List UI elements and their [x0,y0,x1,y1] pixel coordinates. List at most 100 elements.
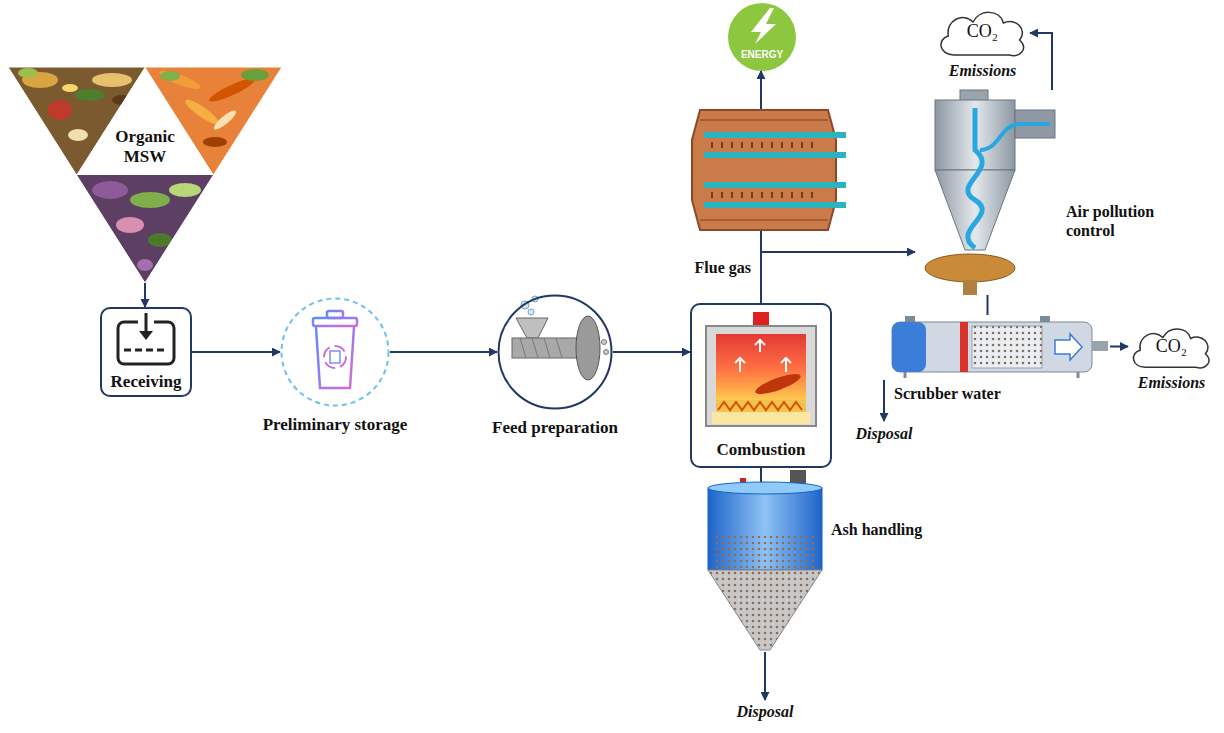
scrubber-vessel [1055,334,1082,360]
extruder-icon [512,296,609,380]
cyclone-separator [980,124,1050,150]
storage-bin-icon [313,318,357,326]
furnace-icon [712,412,810,424]
food-waste-photo [77,67,214,175]
food-waste-photo [18,68,38,78]
node-caption: Emissions [947,61,1019,80]
furnace-icon [735,340,791,372]
scrubber-vessel [1092,341,1108,351]
flow-arrow [987,295,989,315]
flow-arrow [1110,346,1128,348]
scrubber-vessel [972,326,1042,368]
disposal-label: Disposal [856,425,913,443]
disposal-arrow [883,380,885,421]
node-label: Air pollution control [1066,202,1178,240]
food-waste-photo [212,108,239,132]
node-label: Receiving [102,372,190,392]
heat-exchanger [692,110,836,230]
air-pollution-control: Air pollution control [915,90,1060,295]
heat-exchanger [704,202,846,208]
storage-bin-icon [313,311,357,388]
storage-bin-icon [316,327,354,388]
emission-cloud: CO₂Emissions [935,8,1030,58]
flow-arrow [761,252,915,303]
storage-bin-icon [330,351,340,363]
furnace-icon [718,402,802,410]
ash-handling: Ash handling [705,485,825,655]
node-label: Ash handling [831,520,922,539]
extruder-icon [602,340,607,345]
receiving-icon [124,349,168,352]
heat-exchanger [692,110,846,230]
node-label: ENERGY [728,49,796,61]
food-waste-photo [92,73,132,87]
node-label: CO₂ [935,21,1030,43]
scrubber-vessel [892,322,1092,372]
node-label: Feed preparation [492,418,618,438]
ash-hopper [708,570,822,650]
food-waste-photo [77,175,214,283]
ash-hopper [708,482,822,494]
extruder-icon [604,350,609,355]
scrubber-vessel [905,316,915,322]
triangle-outline [8,67,282,283]
cyclone-separator [963,280,977,295]
ash-hopper [708,570,822,650]
flow-arrow [613,351,690,353]
food-waste-photo [137,259,153,271]
extruder-icon [528,309,534,315]
cyclone-separator [935,170,1015,250]
extruder-icon [512,338,578,358]
ash-hopper [708,470,822,650]
node-label: Preliminary storage [263,415,408,435]
food-waste-photo [148,233,172,247]
ash-hopper [708,488,822,570]
flow-arrow [144,283,146,307]
scrubber-vessel [1040,316,1050,322]
cyclone-separator [925,90,1055,295]
food-waste-photo [169,183,201,197]
food-waste-photo [203,137,227,147]
circle-outline [282,299,389,406]
furnace-icon [753,370,802,398]
cyclone-separator [968,108,982,248]
energy-symbol [751,8,776,44]
extruder-icon [576,316,600,380]
node-label: Organic MSW [100,127,190,168]
scrubber-vessel [905,372,1078,378]
circle-outline [499,296,612,409]
food-waste-photo [62,84,78,92]
node-label: Combustion [692,440,830,460]
process-box: Combustion [690,303,832,468]
edge-label: Flue gas [693,259,753,277]
heat-exchanger [704,152,846,158]
node-outline [280,297,390,407]
food-waste-photo [158,68,203,92]
waste-source-triangle: Organic MSW [8,67,282,283]
food-waste-photo [130,192,170,208]
energy-circle: ENERGY [728,3,796,71]
furnace-icon [716,334,806,404]
flow-arrow [192,351,280,353]
node-label: CO₂ [1128,336,1215,358]
food-waste-photo [75,89,105,101]
heat-exchanger [712,142,812,198]
furnace-icon [706,312,816,426]
storage-circle: Preliminary storage [280,297,390,407]
scrubber-vessel [892,316,1108,378]
food-waste-photo [8,67,282,283]
furnace-icon [753,312,769,326]
furnace-icon [716,400,806,412]
receiving-icon [139,331,153,340]
process-circle: Feed preparation [497,294,613,410]
flow-arrow [390,351,497,353]
extruder-icon [520,338,562,358]
receiving-icon [145,313,148,333]
heat-exchanger [704,182,846,188]
food-waste-photo [48,100,72,120]
node-outline [8,67,282,283]
food-waste-photo [116,217,144,233]
